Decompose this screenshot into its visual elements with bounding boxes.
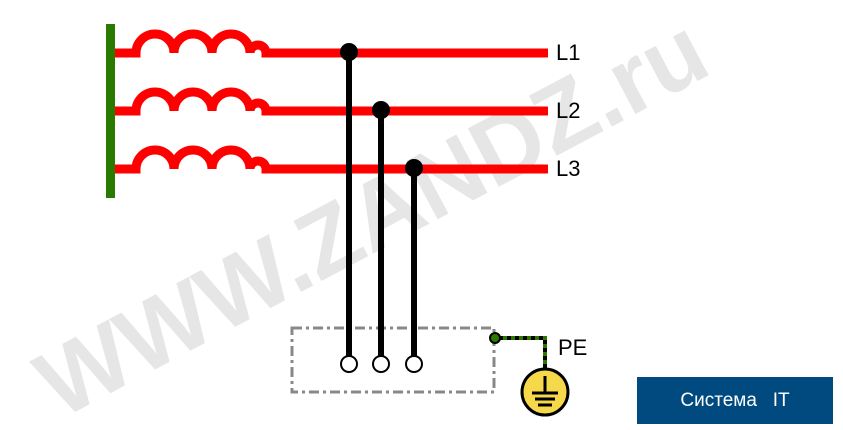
equipment-enclosure: [290, 326, 496, 394]
watermark: WWW.ZANDZ.ru: [20, 0, 725, 430]
terminal-l3: [405, 355, 423, 373]
junction-dot-l2: [372, 101, 390, 119]
pe-wire: [495, 336, 547, 368]
phase-label-l3: L3: [556, 156, 580, 181]
pe-label: PE: [558, 335, 587, 360]
pe-junction-dot: [489, 332, 501, 344]
phase-label-l2: L2: [556, 98, 580, 123]
source-bar: [106, 24, 115, 198]
terminal-l2: [372, 355, 390, 373]
junction-dot-l1: [340, 43, 358, 61]
ground-icon: [520, 367, 570, 417]
phase-wire-l1: [115, 29, 548, 58]
system-type-badge: Система IT: [637, 377, 833, 424]
conductors: [346, 52, 417, 357]
phase-wire-l2: [115, 87, 548, 116]
junction-dot-l3: [405, 159, 423, 177]
phase-label-l1: L1: [556, 40, 580, 65]
terminal-l1: [340, 355, 358, 373]
phase-wire-l3: [115, 145, 548, 174]
